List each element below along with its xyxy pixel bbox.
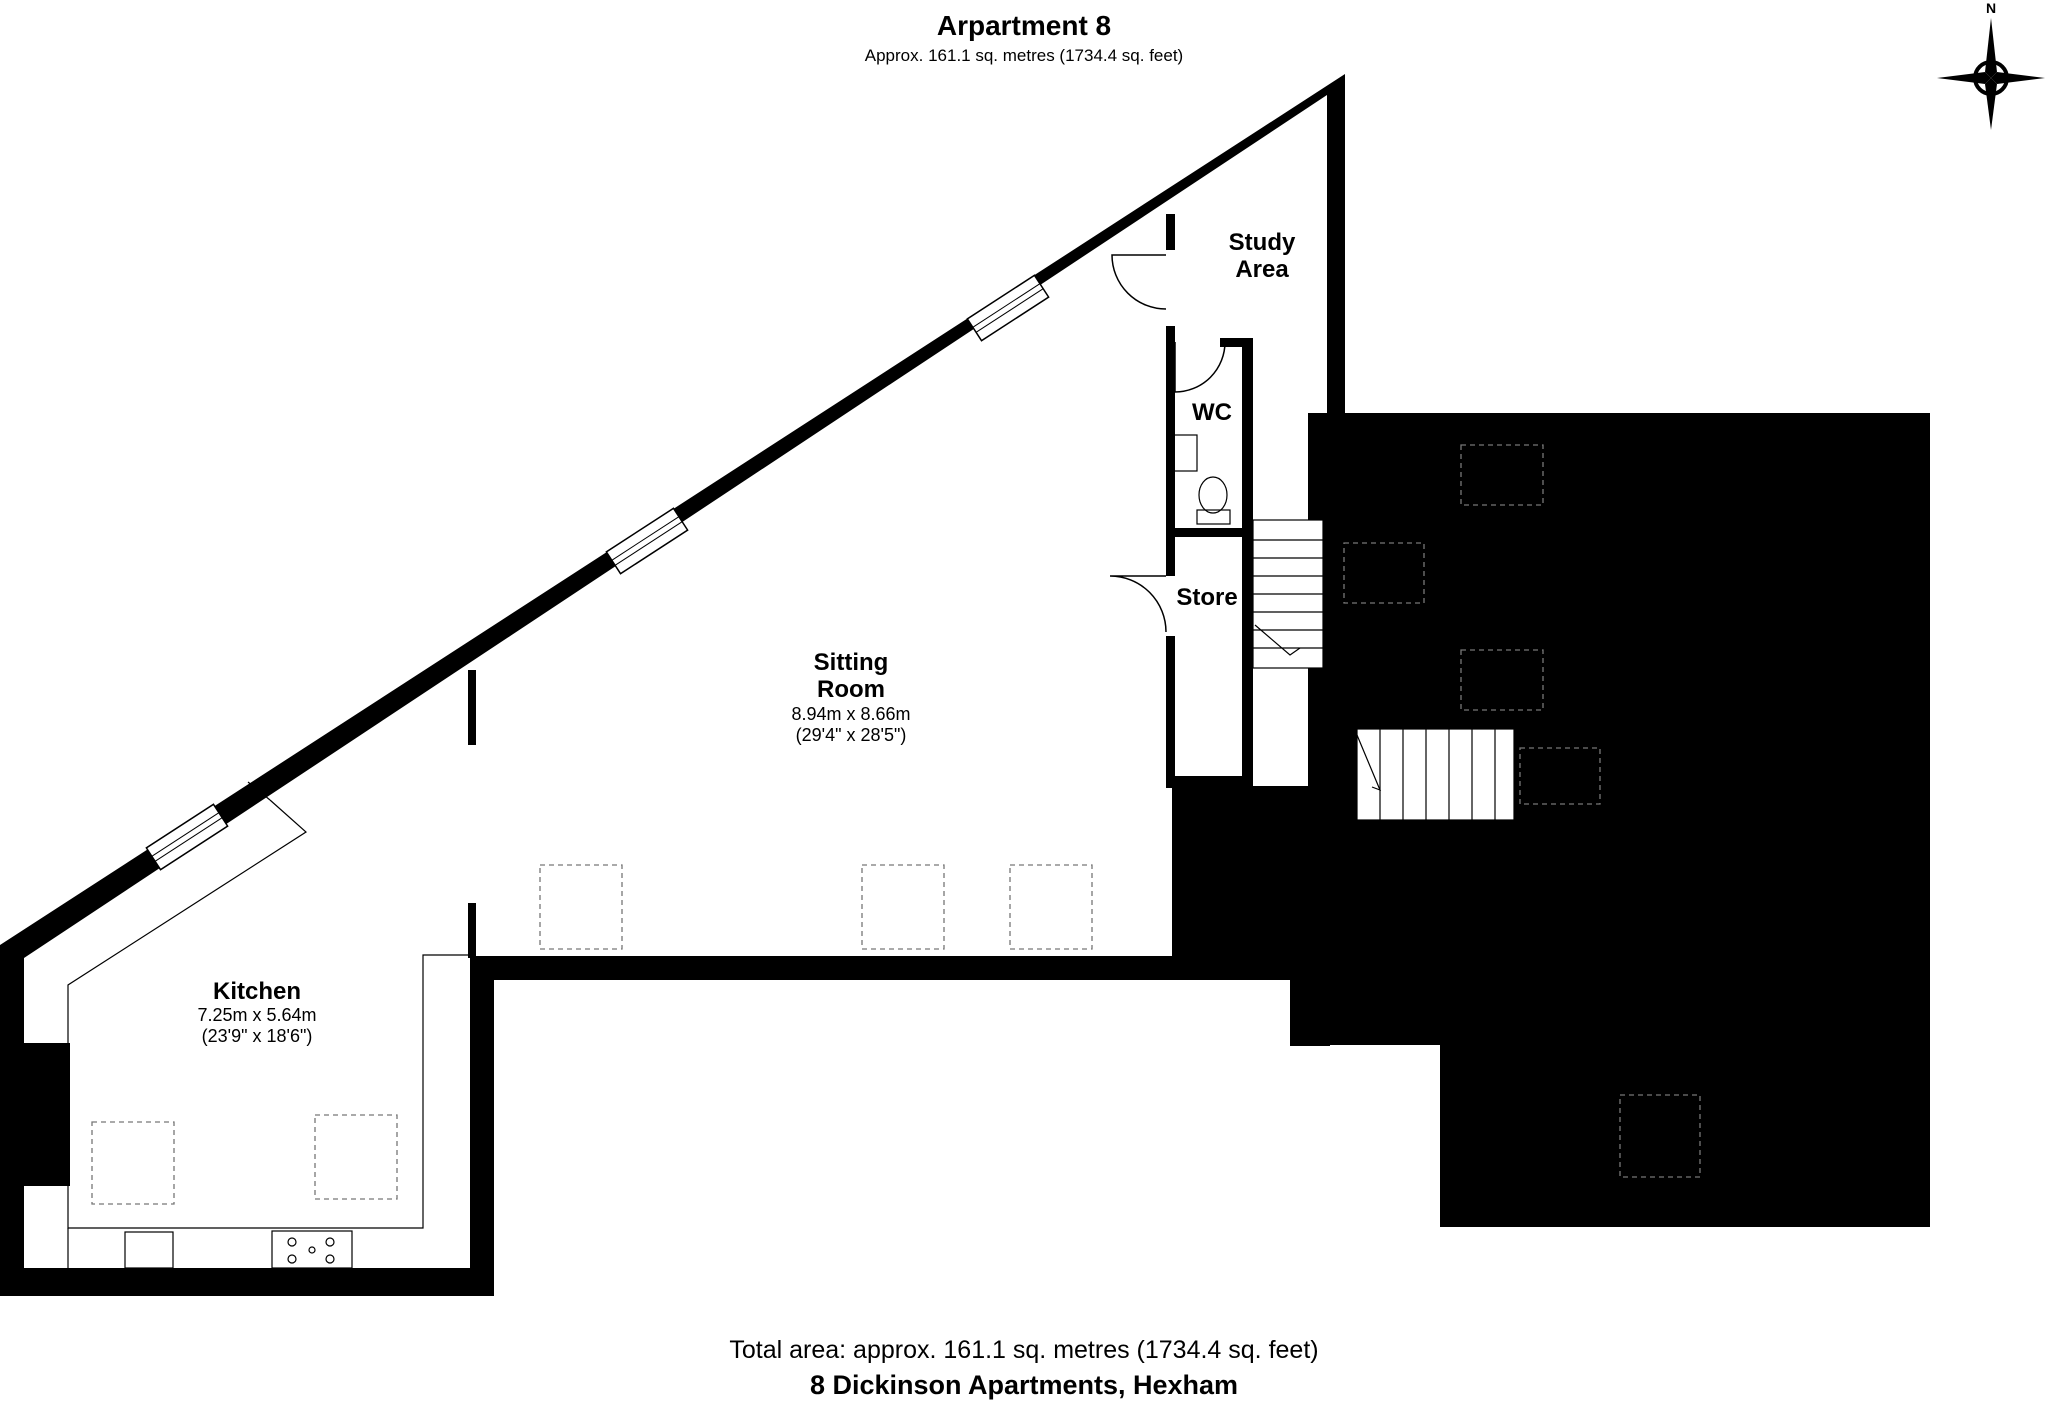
- ensuite2-label: En-suite: [1371, 885, 1466, 912]
- kitchen-dim-imperial: (23'9" x 18'6"): [202, 1026, 313, 1046]
- room-bedroom-2: Bedroom 4.51m x 3.47m (14'10" x 11'4"): [1612, 908, 1731, 976]
- kitchen-counter: [67, 781, 468, 1269]
- study-label-1: Study: [1229, 229, 1296, 256]
- bedroom1-dim-metric: 3.45m x 5.87m: [1573, 551, 1692, 571]
- bath-fixtures: [1169, 434, 1817, 1019]
- diagonal-windows: [145, 274, 1050, 871]
- bedroom1-dim-imperial: (11'4" x 19'3"): [1578, 572, 1687, 592]
- compass-north-label: N: [1986, 0, 1996, 16]
- bedroom2-label: Bedroom: [1619, 908, 1724, 935]
- plan-title: Arpartment 8: [936, 10, 1112, 41]
- skylights: [91, 444, 1701, 1205]
- wc-label: WC: [1192, 399, 1232, 426]
- study-label-2: Area: [1235, 256, 1289, 283]
- room-bedroom-1: Bedroom 3.45m x 5.87m (11'4" x 19'3"): [1573, 524, 1692, 592]
- doors: [1109, 254, 1816, 906]
- compass-icon: N: [1937, 0, 2045, 130]
- room-kitchen: Kitchen 7.25m x 5.64m (23'9" x 18'6"): [197, 978, 316, 1046]
- store-label: Store: [1176, 584, 1237, 611]
- sitting-label-1: Sitting: [814, 649, 889, 676]
- sitting-dim-imperial: (29'4" x 28'5"): [796, 725, 907, 745]
- storage1-label: Storage: [1829, 498, 1900, 519]
- kitchen-label: Kitchen: [213, 978, 301, 1005]
- kitchen-dim-metric: 7.25m x 5.64m: [197, 1005, 316, 1025]
- sitting-label-2: Room: [817, 676, 885, 703]
- outer-walls: [0, 74, 1930, 1296]
- bedroom2-dim-metric: 4.51m x 3.47m: [1612, 935, 1731, 955]
- bedroom1-label: Bedroom: [1580, 524, 1685, 551]
- address-text: 8 Dickinson Apartments, Hexham: [809, 1370, 1239, 1400]
- plan-subtitle: Approx. 161.1 sq. metres (1734.4 sq. fee…: [864, 46, 1184, 65]
- room-sitting-room: Sitting Room 8.94m x 8.66m (29'4" x 28'5…: [791, 649, 910, 745]
- ensuite1-label: En-suite: [1702, 733, 1797, 760]
- stairs: [1252, 519, 1515, 821]
- interior-walls: [468, 214, 1822, 1202]
- total-area-text: Total area: approx. 161.1 sq. metres (17…: [729, 1336, 1319, 1364]
- storage2-label: Storage: [1829, 911, 1900, 932]
- bedroom2-dim-imperial: (14'10" x 11'4"): [1612, 956, 1731, 976]
- sitting-dim-metric: 8.94m x 8.66m: [791, 704, 910, 724]
- room-study-area: Study Area: [1229, 229, 1296, 283]
